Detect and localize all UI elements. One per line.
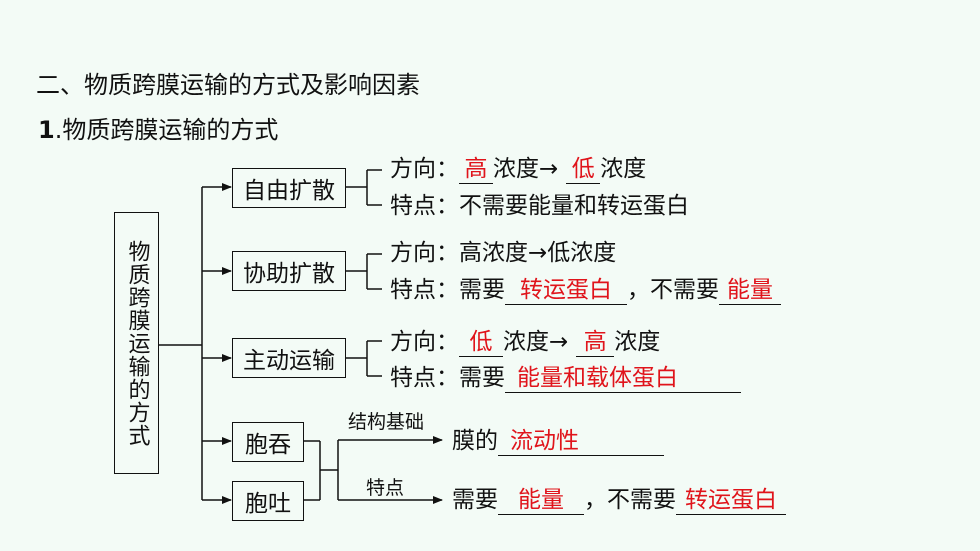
bulk-feature-label: 特点 [366, 477, 405, 499]
feature-text: ，不需要 [584, 487, 676, 513]
active-direction-row: 方向：低浓度→ 高浓度 [390, 328, 660, 357]
direction-label: 方向： [390, 329, 459, 355]
answer-blank: 高 [576, 328, 615, 357]
feature-text: 不需要能量和转运蛋白 [459, 193, 689, 219]
feature-label: 特点： [390, 193, 459, 219]
section-heading: 二、物质跨膜运输的方式及影响因素 [36, 71, 420, 99]
feature-text: ，不需要 [627, 277, 719, 303]
direction-text: 浓度 [600, 156, 647, 182]
facilitated-diffusion-box: 协助扩散 [232, 251, 346, 291]
answer-blank: 转运蛋白 [676, 486, 786, 515]
free-feature-row: 特点：不需要能量和转运蛋白 [390, 192, 689, 220]
direction-label: 方向： [390, 156, 459, 182]
direction-label: 方向： [390, 240, 459, 266]
direction-text: 浓度→ [503, 329, 569, 355]
bulk-feature-row: 需要能量，不需要转运蛋白 [452, 486, 786, 515]
free-direction-row: 方向：高浓度→ 低浓度 [390, 155, 646, 184]
subsection-heading: 1.物质跨膜运输的方式 [38, 115, 278, 145]
answer-blank: 低 [566, 155, 601, 184]
feature-label: 特点： [390, 277, 459, 303]
feature-text: 需要 [452, 487, 498, 513]
membrane-row: 膜的流动性 [452, 427, 664, 456]
facilitated-feature-row: 特点：需要转运蛋白，不需要能量 [390, 276, 781, 305]
direction-text: 浓度 [614, 329, 661, 355]
active-feature-row: 特点：需要能量和载体蛋白 [390, 364, 741, 393]
membrane-text: 膜的 [452, 428, 498, 454]
subsection-number: 1 [38, 116, 55, 144]
answer-blank: 高 [459, 155, 493, 184]
root-box: 物质跨膜运输的方式 [114, 212, 159, 474]
feature-text: 需要 [459, 277, 505, 303]
basis-label: 结构基础 [348, 411, 425, 433]
answer-blank: 能量和载体蛋白 [505, 364, 741, 393]
free-diffusion-box: 自由扩散 [232, 168, 346, 208]
feature-text: 需要 [459, 365, 505, 391]
direction-text: 浓度→ [493, 156, 559, 182]
subsection-title: .物质跨膜运输的方式 [54, 116, 279, 144]
answer-blank: 低 [459, 328, 503, 357]
active-transport-box: 主动运输 [232, 338, 346, 378]
direction-text: 高浓度→低浓度 [459, 240, 617, 266]
answer-blank: 转运蛋白 [505, 276, 627, 305]
endocytosis-box: 胞吞 [232, 422, 304, 462]
feature-label: 特点： [390, 365, 459, 391]
answer-blank: 能量 [498, 486, 584, 515]
answer-blank: 流动性 [498, 427, 664, 456]
answer-blank: 能量 [719, 276, 781, 305]
facilitated-direction-row: 方向：高浓度→低浓度 [390, 239, 616, 267]
exocytosis-box: 胞吐 [232, 481, 304, 521]
